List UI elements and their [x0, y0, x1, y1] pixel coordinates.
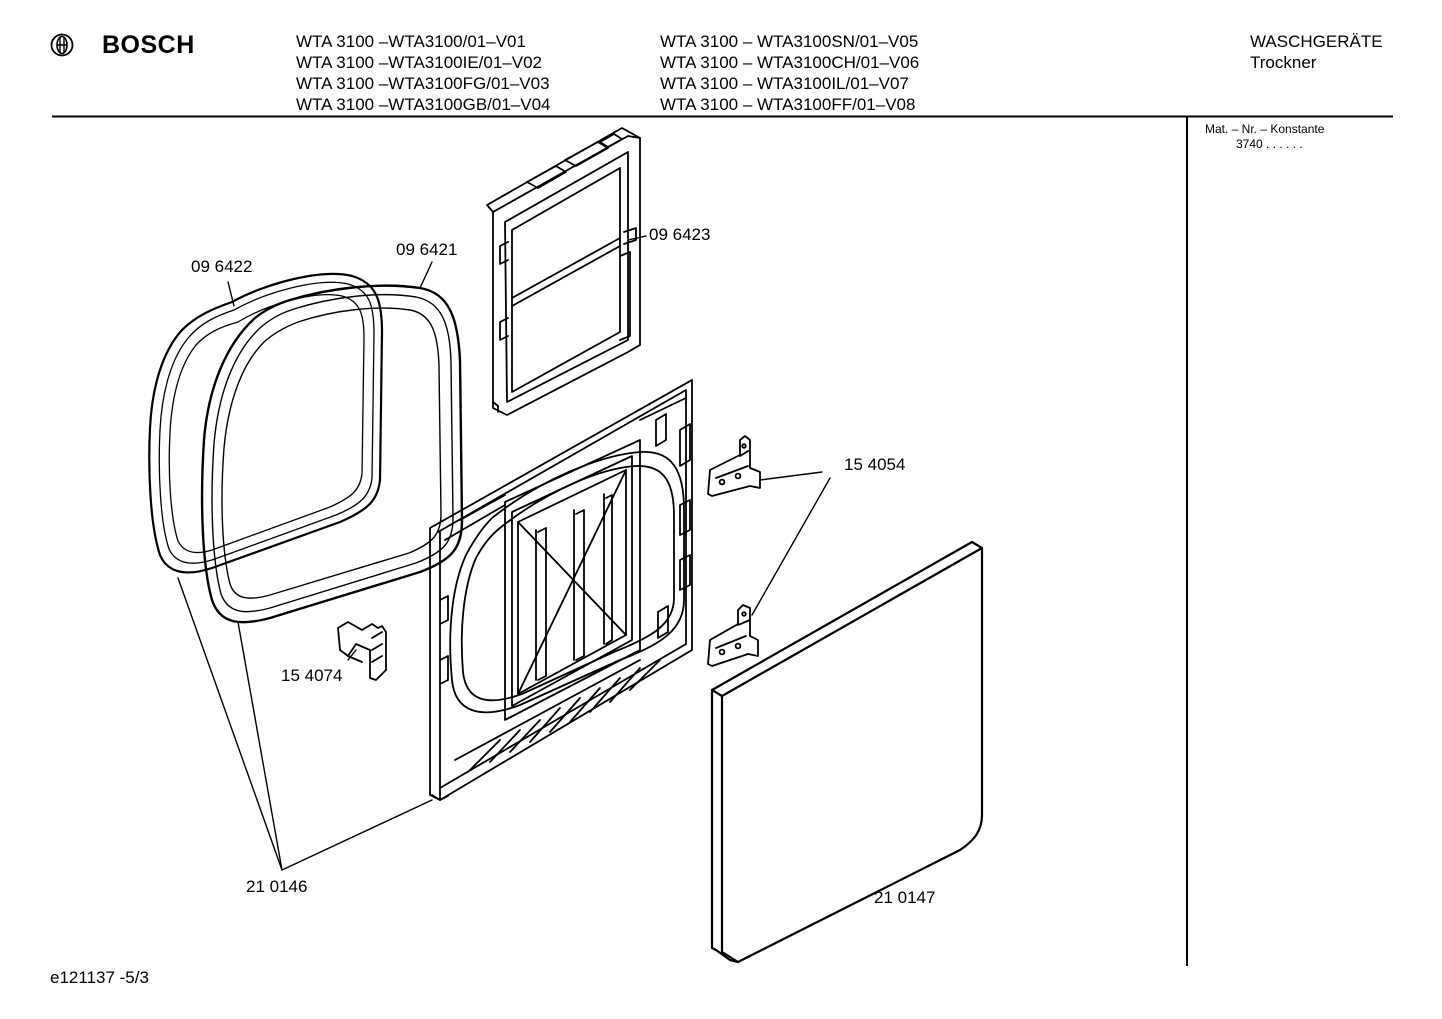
model-list-1: WTA 3100 –WTA3100/01–V01 WTA 3100 –WTA31… [296, 31, 551, 115]
model-line: WTA 3100 –WTA3100IE/01–V02 [296, 53, 543, 72]
mat-nr-value: 3740 . . . . . . [1236, 137, 1303, 151]
part-label-filter-frame: 09 6423 [649, 225, 711, 244]
part-label-latch: 15 4074 [281, 666, 343, 685]
door-latch [337, 621, 387, 681]
bosch-armature-logo-icon [50, 33, 74, 57]
model-line: WTA 3100 –WTA3100FG/01–V03 [296, 74, 550, 93]
brand-name: BOSCH [102, 30, 195, 59]
door-inner-frame [429, 379, 693, 801]
mat-nr-label: Mat. – Nr. – Konstante [1205, 122, 1325, 136]
category: WASCHGERÄTE [1250, 32, 1383, 51]
hinge-upper [707, 435, 761, 497]
model-line: WTA 3100 – WTA3100FF/01–V08 [660, 95, 916, 114]
hinge-lower [707, 604, 759, 667]
part-label-gasket-outer: 09 6422 [191, 257, 253, 276]
gasket-outer [148, 272, 384, 574]
part-label-gasket-inner: 09 6421 [396, 240, 458, 259]
model-line: WTA 3100 – WTA3100SN/01–V05 [660, 32, 919, 51]
subcategory: Trockner [1250, 53, 1317, 72]
leader-lines [177, 235, 831, 871]
logo: BOSCH [50, 30, 195, 60]
part-label-hinge: 15 4054 [844, 455, 906, 474]
model-line: WTA 3100 – WTA3100CH/01–V06 [660, 53, 920, 72]
model-line: WTA 3100 – WTA3100IL/01–V07 [660, 74, 909, 93]
category-block: WASCHGERÄTE Trockner [1250, 31, 1383, 73]
part-label-door-panel: 21 0147 [874, 888, 936, 907]
part-label-door-assembly: 21 0146 [246, 877, 308, 896]
model-line: WTA 3100 –WTA3100/01–V01 [296, 32, 526, 51]
model-list-2: WTA 3100 – WTA3100SN/01–V05 WTA 3100 – W… [660, 31, 919, 115]
drawing-id: e121137 -5/3 [50, 968, 149, 987]
door-panel [710, 540, 984, 964]
gasket-inner [200, 284, 464, 624]
model-line: WTA 3100 –WTA3100GB/01–V04 [296, 95, 551, 114]
lint-filter-frame [486, 127, 641, 416]
